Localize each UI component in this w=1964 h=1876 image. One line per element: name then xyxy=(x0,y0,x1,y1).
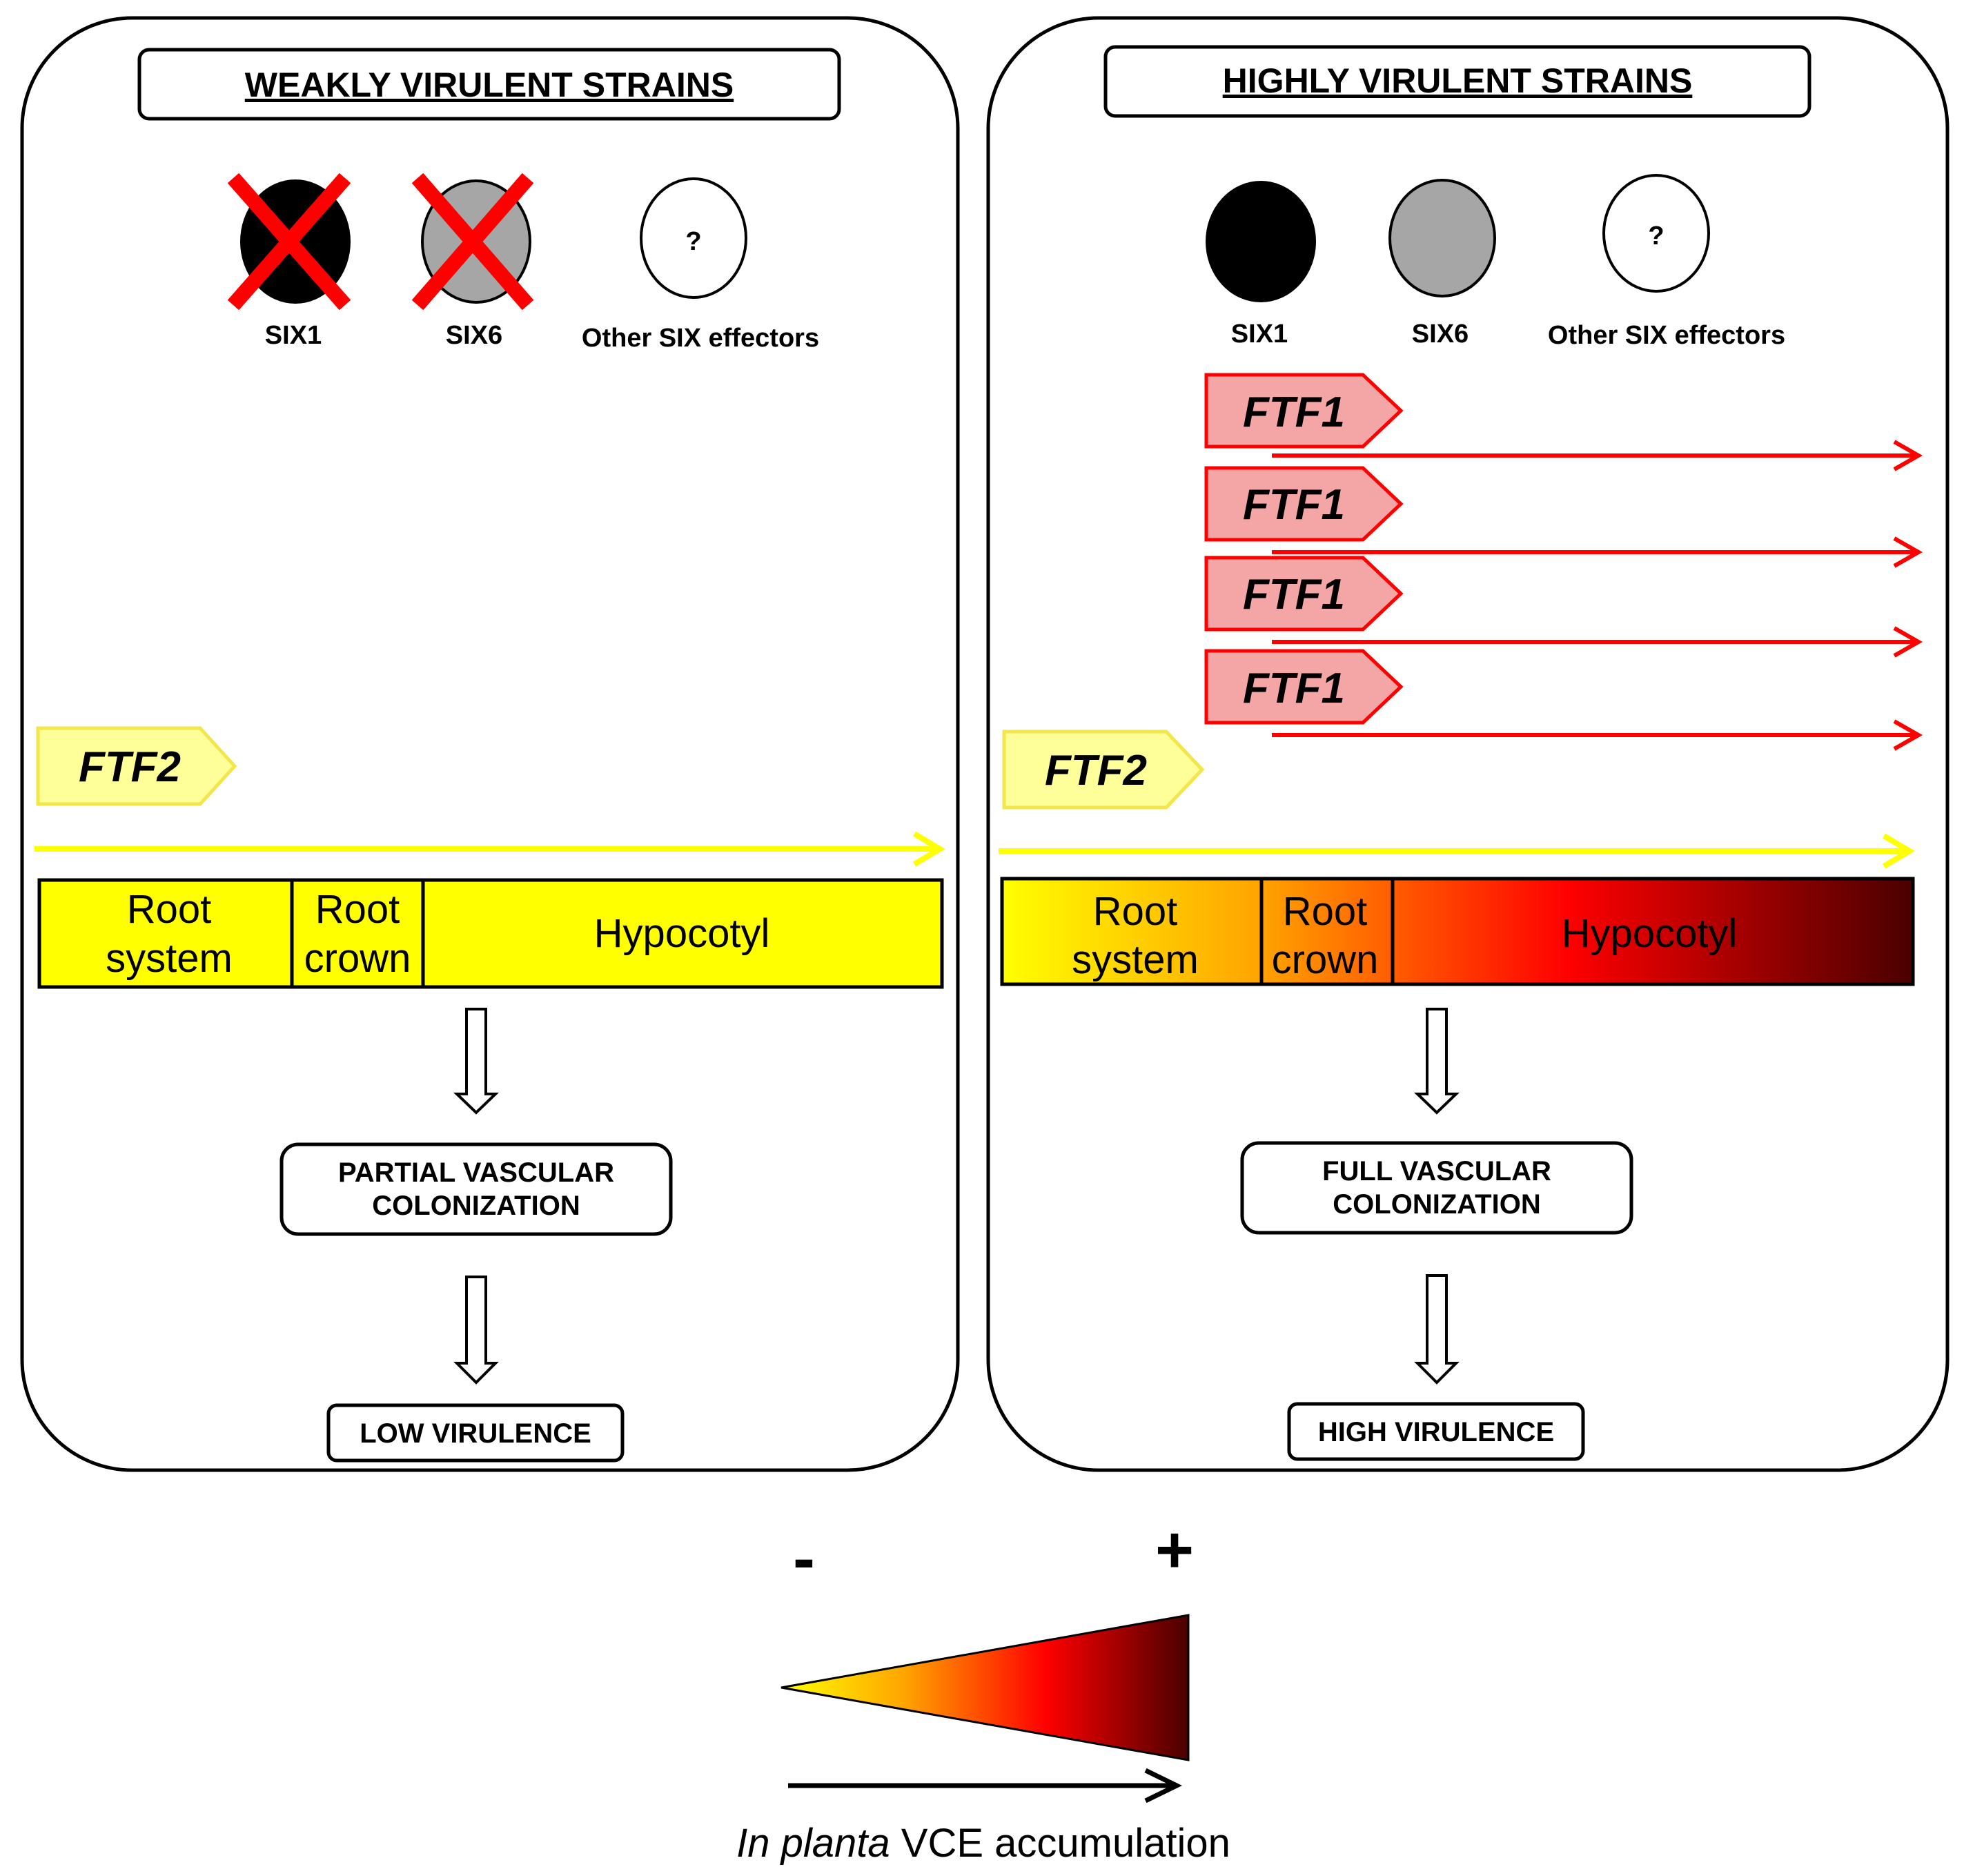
right-root-crown-line1: Root xyxy=(1283,889,1368,934)
left-root-crown-line2: crown xyxy=(304,936,411,981)
legend-gradient-wedge xyxy=(780,1614,1190,1761)
ftf1-label: FTF1 xyxy=(1243,481,1345,529)
left-tissue-bar xyxy=(37,878,944,989)
left-hypocotyl-label: Hypocotyl xyxy=(594,911,770,956)
ftf1-expression-arrow xyxy=(1272,536,1923,568)
vce-accumulation-legend: - + In planta VCE accumulation xyxy=(736,1513,1230,1866)
right-outcome-box xyxy=(1287,1402,1585,1461)
right-colonization-box xyxy=(1240,1141,1633,1235)
legend-minus-sign: - xyxy=(793,1521,815,1595)
left-down-arrow-2 xyxy=(453,1276,499,1385)
ftf1-expression-arrow xyxy=(1272,440,1923,471)
left-title-box xyxy=(137,48,841,121)
ftf1-gene-shape xyxy=(1204,556,1404,632)
ftf1-copy-2: FTF1 xyxy=(1204,466,1923,568)
right-root-system-line2: system xyxy=(1072,937,1199,982)
right-title: HIGHLY VIRULENT STRAINS xyxy=(1223,61,1693,100)
right-colonization-line2: COLONIZATION xyxy=(1333,1189,1540,1220)
left-title: WEAKLY VIRULENT STRAINS xyxy=(245,66,734,104)
right-hypocotyl-label: Hypocotyl xyxy=(1562,911,1738,956)
left-colonization-line2: COLONIZATION xyxy=(372,1191,580,1221)
ftf1-copy-1: FTF1 xyxy=(1204,373,1923,471)
right-down-arrow-1 xyxy=(1414,1008,1460,1115)
legend-caption: In planta VCE accumulation xyxy=(736,1821,1230,1866)
right-six1-label: SIX1 xyxy=(1231,320,1288,349)
right-colonization-line1: FULL VASCULAR xyxy=(1322,1156,1551,1186)
left-outcome-label: LOW VIRULENCE xyxy=(360,1418,591,1449)
ftf1-label: FTF1 xyxy=(1243,389,1345,436)
left-question-mark: ? xyxy=(685,227,701,256)
right-six1-effector-icon xyxy=(1206,181,1316,302)
right-root-crown-line2: crown xyxy=(1272,937,1379,982)
legend-caption-italic: In planta xyxy=(736,1821,890,1866)
right-other-effectors-label: Other SIX effectors xyxy=(1548,321,1785,350)
right-question-mark: ? xyxy=(1648,222,1664,251)
left-ftf2-label: FTF2 xyxy=(79,743,181,791)
legend-direction-arrow xyxy=(788,1768,1182,1804)
right-outcome-label: HIGH VIRULENCE xyxy=(1318,1417,1554,1447)
left-down-arrow-1 xyxy=(453,1008,499,1115)
left-outcome-box xyxy=(326,1403,625,1463)
ftf1-gene-shape xyxy=(1204,373,1404,449)
right-title-box xyxy=(1103,45,1811,118)
ftf1-copy-3: FTF1 xyxy=(1204,556,1923,658)
ftf1-label: FTF1 xyxy=(1243,571,1345,618)
left-root-system-line2: system xyxy=(106,936,233,981)
left-root-crown-line1: Root xyxy=(315,887,400,932)
right-root-system-line1: Root xyxy=(1093,889,1178,934)
legend-caption-rest: VCE accumulation xyxy=(890,1821,1230,1866)
left-ftf2-expression-arrow xyxy=(35,831,945,867)
right-panel: HIGHLY VIRULENT STRAINS SIX1 SIX6 ? Othe… xyxy=(986,16,1950,1472)
right-ftf2-label: FTF2 xyxy=(1045,747,1147,794)
ftf1-expression-arrow xyxy=(1272,719,1923,751)
ftf1-copy-4: FTF1 xyxy=(1204,649,1923,751)
left-panel: WEAKLY VIRULENT STRAINS SIX1 SIX6 ? Othe… xyxy=(20,16,960,1472)
ftf1-label: FTF1 xyxy=(1243,665,1345,712)
right-down-arrow-2 xyxy=(1414,1274,1460,1385)
right-six6-effector-icon xyxy=(1388,179,1496,297)
six1-cross-icon xyxy=(227,173,351,311)
right-tissue-bar xyxy=(1000,877,1915,986)
right-six6-label: SIX6 xyxy=(1412,320,1469,349)
other-effectors-icon xyxy=(640,177,747,299)
left-six6-label: SIX6 xyxy=(446,321,502,350)
right-ftf2-gene-shape xyxy=(1002,730,1205,810)
left-root-system-line1: Root xyxy=(127,887,212,932)
ftf1-expression-arrow xyxy=(1272,626,1923,658)
left-six1-label: SIX1 xyxy=(265,321,322,350)
six6-cross-icon xyxy=(411,173,534,311)
left-colonization-line1: PARTIAL VASCULAR xyxy=(338,1157,614,1188)
ftf1-gene-shape xyxy=(1204,466,1404,542)
left-panel-frame xyxy=(20,16,960,1472)
left-colonization-box xyxy=(279,1142,673,1236)
ftf1-gene-shape xyxy=(1204,649,1404,725)
right-other-effectors-icon xyxy=(1602,174,1710,293)
legend-plus-sign: + xyxy=(1155,1513,1194,1587)
right-ftf2-expression-arrow xyxy=(999,833,1915,869)
left-ftf2-gene-shape xyxy=(36,726,237,806)
left-other-effectors-label: Other SIX effectors xyxy=(582,324,819,353)
